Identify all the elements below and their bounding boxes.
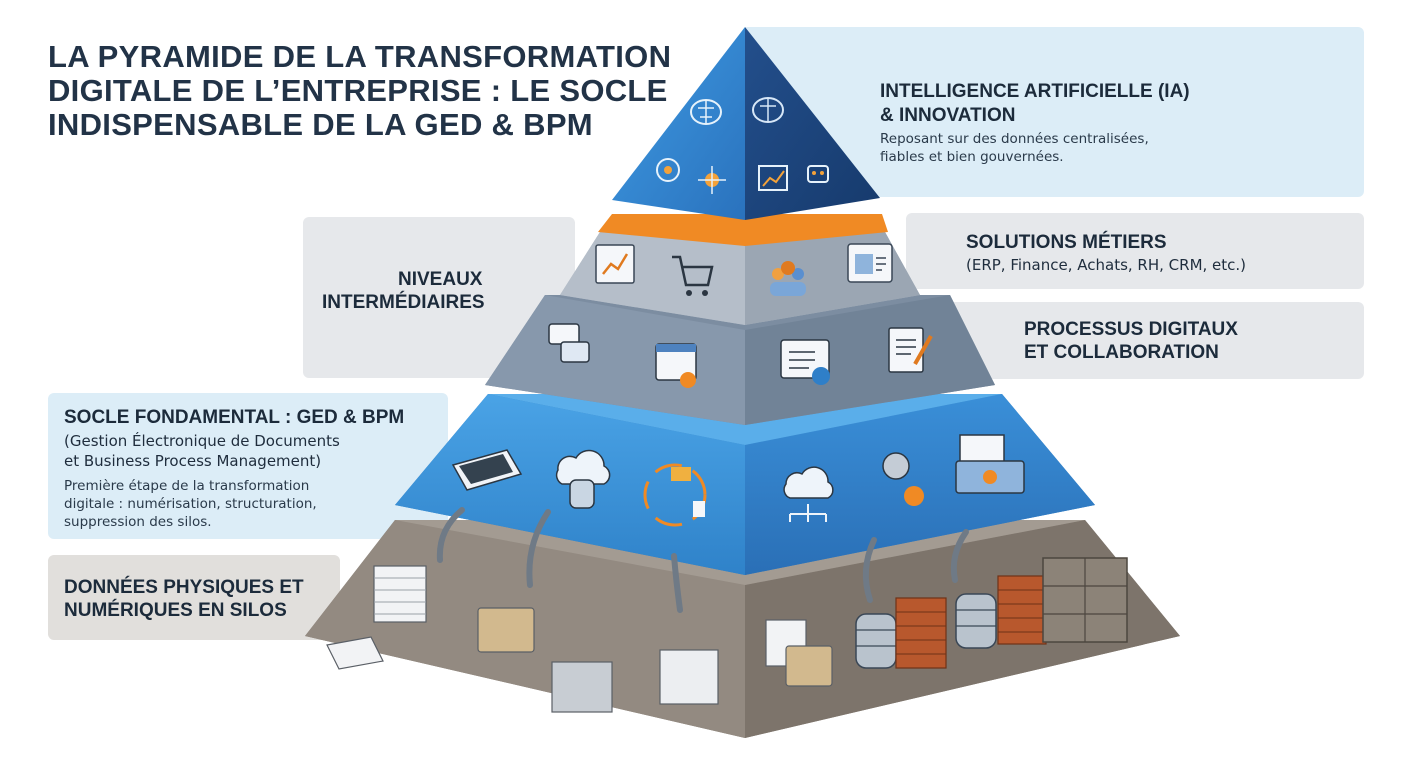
brain-circuit-icon [690, 99, 722, 125]
chat-icon [548, 323, 590, 363]
brick-wall-icon [895, 597, 947, 669]
folder-icon [955, 434, 1025, 494]
socle-layer [395, 394, 1095, 575]
document-sign-icon [888, 327, 933, 373]
solutions-description: (ERP, Finance, Achats, RH, CRM, etc.) [966, 256, 1247, 274]
profile-screen-icon [847, 243, 893, 283]
donnees-heading: DONNÉES PHYSIQUES ET [64, 577, 304, 598]
orange-band [598, 214, 888, 246]
network-cloud-icon [783, 466, 834, 522]
socle-subtitle: et Business Process Management) [64, 452, 322, 470]
robot-icon [807, 165, 829, 183]
workflow-cycle-icon [643, 463, 707, 527]
paper-stack-icon [551, 661, 613, 713]
niveaux-label: NIVEAUX [398, 269, 483, 290]
growth-chart-icon [758, 165, 788, 191]
page-title: LA PYRAMIDE DE LA TRANSFORMATION DIGITAL… [48, 39, 672, 142]
network-node-icon [698, 166, 726, 194]
team-icon [770, 261, 806, 296]
growth-chart-icon [595, 244, 635, 284]
scanner-icon [451, 449, 523, 491]
brain-circuit-icon [752, 97, 784, 123]
socle-panel [48, 393, 448, 539]
socle-subtitle: (Gestion Électronique de Documents [64, 432, 340, 450]
processus-panel [944, 302, 1364, 379]
solutions-panel [906, 213, 1364, 289]
database-icon [855, 613, 897, 669]
up-arrow-icon [436, 507, 969, 613]
title-line: INDISPENSABLE DE LA GED & BPM [48, 107, 593, 142]
ia-heading: INTELLIGENCE ARTIFICIELLE (IA) [880, 81, 1190, 102]
donnees-panel [48, 555, 340, 640]
shopping-cart-icon [672, 255, 714, 296]
ia-description: Reposant sur des données centralisées, [880, 131, 1149, 147]
calendar-icon [655, 343, 697, 388]
solutions-heading: SOLUTIONS MÉTIERS [966, 232, 1167, 253]
filing-cabinet-icon [1042, 557, 1128, 643]
folder-icon [765, 619, 833, 687]
socle-description: Première étape de la transformation [64, 478, 310, 494]
cloud-database-icon [555, 449, 611, 509]
title-line: LA PYRAMIDE DE LA TRANSFORMATION [48, 39, 672, 74]
brick-wall-icon [997, 575, 1047, 645]
niveaux-label: INTERMÉDIAIRES [322, 292, 485, 313]
socle-heading: SOCLE FONDAMENTAL : GED & BPM [64, 407, 405, 428]
checklist-icon [780, 339, 830, 385]
ia-description: fiables et bien gouvernées. [880, 149, 1064, 165]
paper-stack-icon [373, 565, 427, 623]
processus-heading: PROCESSUS DIGITAUX [1024, 319, 1238, 340]
title-line: DIGITALE DE L’ENTREPRISE : LE SOCLE [48, 73, 668, 108]
head-profile-icon [656, 158, 680, 182]
donnees-heading: NUMÉRIQUES EN SILOS [64, 600, 287, 621]
folder-icon [477, 607, 535, 653]
socle-description: digitale : numérisation, structuration, [64, 496, 317, 512]
socle-description: suppression des silos. [64, 514, 212, 530]
processus-layer [485, 295, 995, 425]
ia-heading: & INNOVATION [880, 105, 1016, 126]
processus-heading: ET COLLABORATION [1024, 342, 1219, 363]
gears-icon [882, 452, 924, 506]
database-icon [955, 593, 997, 649]
paper-stack-icon [659, 649, 719, 705]
paper-stack-icon [326, 636, 384, 670]
